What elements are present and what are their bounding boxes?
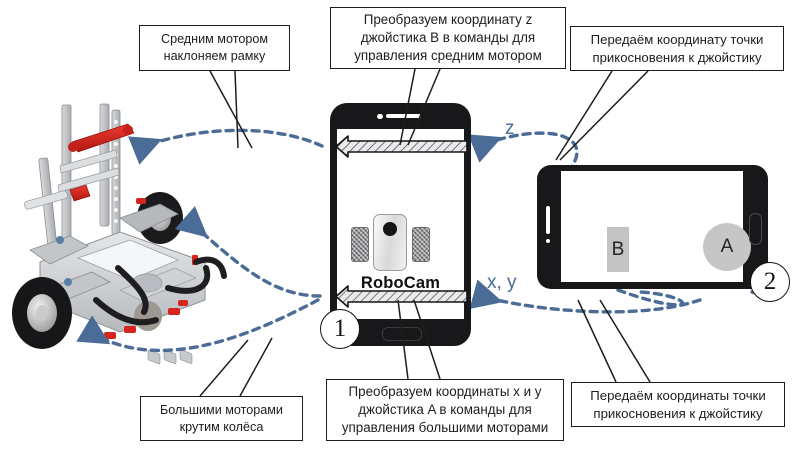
flow-phone-to-robot-upper — [128, 128, 324, 165]
leader-top-mid-a — [399, 68, 416, 146]
step-number-1: 1 — [320, 309, 360, 349]
flow-tablet-to-phone-z — [468, 131, 579, 174]
robocam-body-graphic — [373, 214, 407, 271]
callout-text: Преобразуем координаты x и y джойстика A… — [341, 384, 549, 435]
phone-arrow-xy — [335, 285, 468, 308]
leader-bot-left-b — [239, 337, 273, 397]
leader-top-right-b — [559, 70, 649, 161]
leader-top-mid-b — [407, 68, 441, 146]
leader-bot-left-a — [199, 339, 249, 397]
robot-red-bar — [68, 123, 135, 202]
robot-cables — [93, 256, 227, 326]
leader-bot-right-b — [599, 299, 651, 383]
callout-send-xy-touch-coordinates: Передаём координаты точки прикосновения … — [571, 382, 785, 427]
callout-text: Большими моторами крутим колёса — [160, 402, 283, 434]
tablet-device[interactable]: B A — [537, 165, 768, 289]
earpiece-speaker-icon — [386, 114, 421, 118]
callout-text: Преобразуем координату z джойстика B в к… — [354, 12, 542, 63]
robocam-app-title: RoboCam — [360, 274, 441, 292]
earpiece-speaker-icon — [546, 206, 550, 234]
leader-top-left-a — [209, 70, 253, 149]
leader-top-left-b — [234, 70, 239, 149]
callout-text: Передаём координату точки прикосновения … — [590, 32, 764, 65]
leader-bot-mid-b — [413, 299, 441, 380]
callout-convert-xy-to-large-motors: Преобразуем координаты x и y джойстика A… — [326, 379, 564, 441]
joystick-b-slider[interactable]: B — [607, 227, 629, 272]
tablet-screen[interactable]: B A — [561, 171, 751, 282]
callout-text: Передаём координаты точки прикосновения … — [590, 388, 766, 421]
robot-ev3-brick — [39, 231, 206, 365]
front-camera-icon — [377, 113, 383, 119]
flow-phone-to-robot-mid — [174, 205, 322, 298]
camera-lens-icon — [383, 222, 397, 236]
callout-text: Средним мотором наклоняем рамку — [160, 32, 268, 63]
leader-bot-right-a — [577, 299, 617, 383]
callout-large-motors-wheels: Большими моторами крутим колёса — [140, 396, 303, 441]
step-number-2: 2 — [750, 262, 790, 302]
leader-bot-mid-a — [397, 299, 409, 380]
home-button-icon[interactable] — [749, 213, 762, 245]
robot-front-wheel — [12, 277, 72, 349]
callout-send-z-touch-coordinate: Передаём координату точки прикосновения … — [570, 26, 784, 71]
robocam-wheel-right-icon — [412, 227, 430, 262]
robocam-wheel-left-icon — [351, 227, 369, 262]
phone-screen[interactable]: RoboCam — [337, 129, 464, 319]
flow-phone-to-robot-lower — [76, 298, 320, 353]
joystick-a-pad[interactable]: A — [703, 223, 751, 271]
callout-middle-motor-tilt: Средним мотором наклоняем рамку — [139, 25, 290, 71]
leader-top-right-a — [555, 70, 613, 161]
axis-label-z: z — [505, 118, 515, 139]
robot-tilt-frame — [24, 103, 135, 261]
front-camera-icon — [546, 239, 551, 243]
callout-convert-z-to-medium-motor: Преобразуем координату z джойстика B в к… — [330, 7, 566, 69]
flow-tablet-to-phone-xy — [469, 279, 702, 314]
phone-arrow-z — [335, 135, 468, 158]
